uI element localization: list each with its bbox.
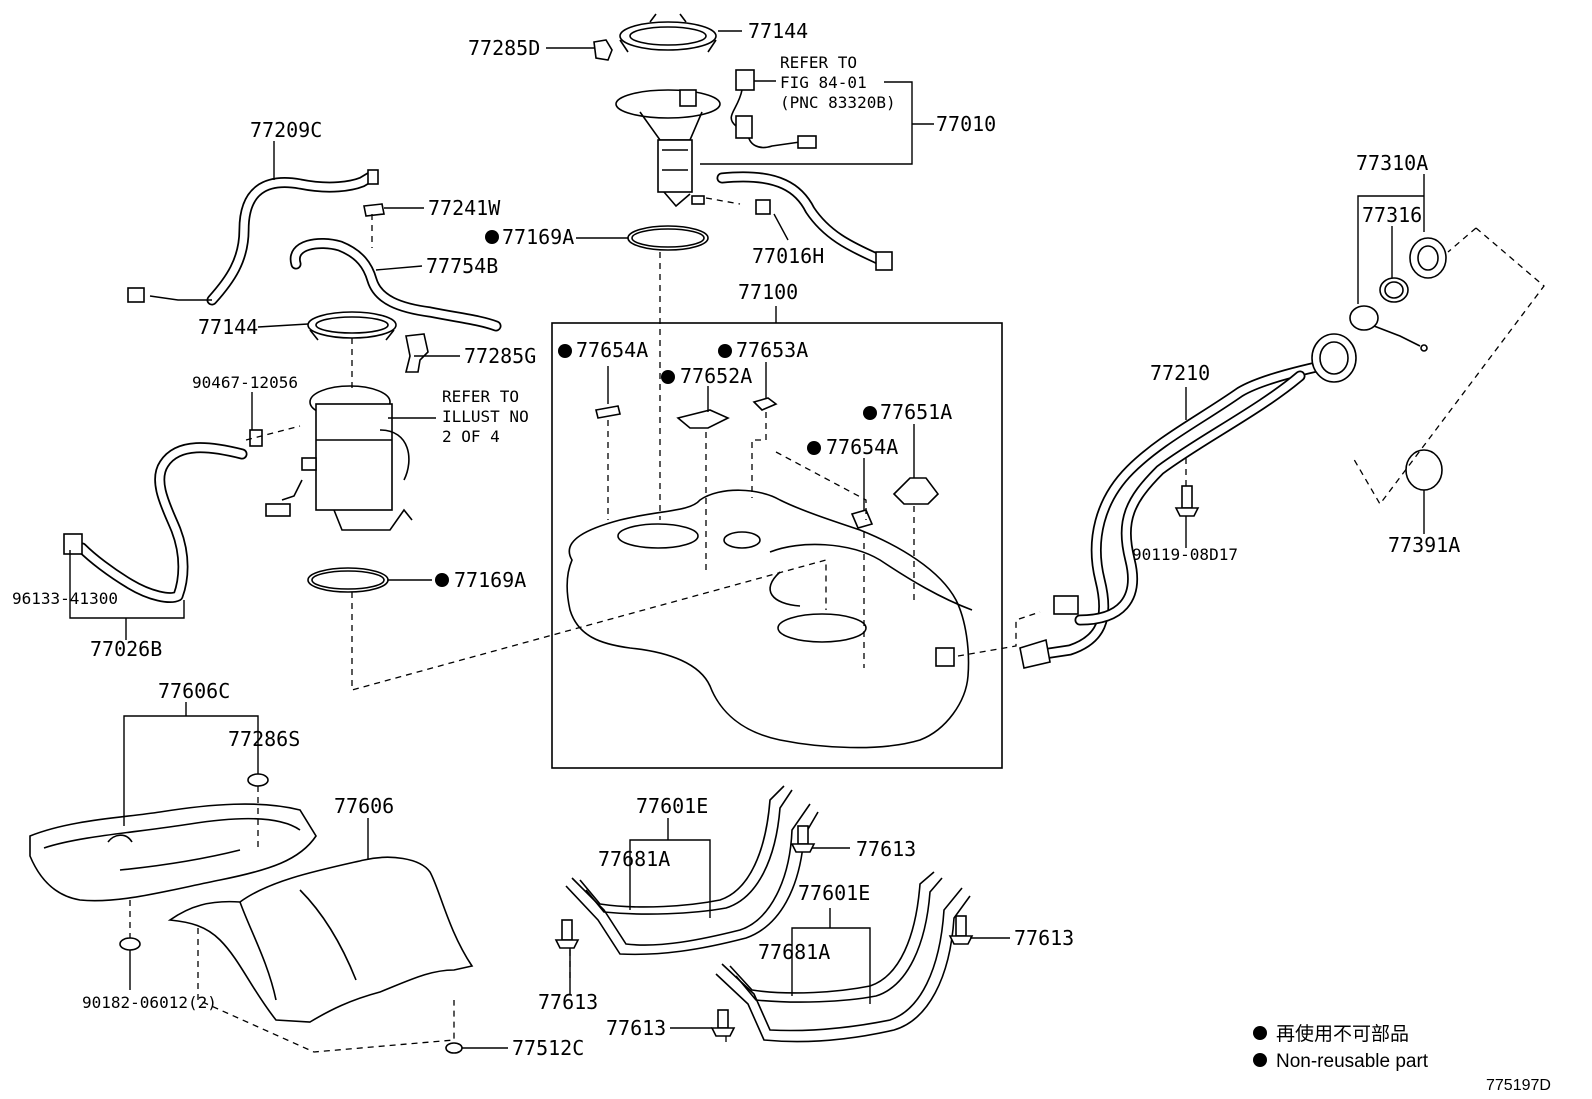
label-77681A-1: 77681A	[598, 847, 670, 871]
protector-77606C	[29, 803, 317, 902]
tether-ring	[1349, 305, 1428, 352]
clip-77241W	[363, 203, 385, 217]
refer-note-2-line1: REFER TO	[442, 387, 519, 406]
label-77512C: 77512C	[512, 1036, 584, 1060]
clip-77285G	[404, 333, 429, 373]
refer-note-1-line3: (PNC 83320B)	[780, 93, 896, 112]
label-90467: 90467-12056	[192, 373, 298, 392]
bolt-90119	[1174, 485, 1200, 517]
label-77654A-2: 77654A	[826, 435, 898, 459]
protector-77606	[167, 856, 474, 1023]
refer-note-1-line1: REFER TO	[780, 53, 857, 72]
label-77169A-bot: 77169A	[454, 568, 526, 592]
label-77169A-top: 77169A	[502, 225, 574, 249]
fuel-pump-module-77010	[615, 89, 721, 208]
label-77601E-2: 77601E	[798, 881, 870, 905]
o-ring-77169A-top	[627, 225, 709, 251]
bolt-77613-3	[948, 915, 974, 945]
label-77241W: 77241W	[428, 196, 501, 220]
pad-77653A	[752, 397, 778, 411]
label-77681A-2: 77681A	[758, 940, 830, 964]
hose-77016H	[716, 171, 893, 271]
protector-outline	[129, 786, 455, 1053]
fuel-tank-box-77100	[551, 322, 1003, 769]
label-77651A: 77651A	[880, 400, 952, 424]
pad-77654A-1	[595, 405, 621, 419]
legend-non-reusable: Non-reusable part	[1276, 1051, 1429, 1072]
hose-77209C	[127, 169, 379, 306]
legend: 再使用不可部品 Non-reusable part	[1276, 1023, 1429, 1072]
fuel-tank-77100	[566, 489, 973, 749]
label-77613-1: 77613	[856, 837, 916, 861]
label-77601E-1: 77601E	[636, 794, 708, 818]
part-labels: 77144 77285D REFER TO FIG 84-01 (PNC 833…	[12, 19, 1460, 1060]
sender-harness	[730, 69, 817, 149]
bolt-77613-2	[554, 919, 580, 949]
pad-77654A-2	[850, 509, 874, 529]
label-77100: 77100	[738, 280, 798, 304]
label-90182: 90182-06012(2)	[82, 993, 217, 1012]
label-77285G: 77285G	[464, 344, 536, 368]
label-77026B: 77026B	[90, 637, 162, 661]
nut-77286S	[247, 773, 269, 787]
non-reusable-markers	[435, 230, 1267, 1067]
leader-lines	[69, 30, 1425, 1049]
hose-77754B	[289, 238, 502, 332]
label-77653A: 77653A	[736, 338, 808, 362]
cap-group-outline	[1351, 227, 1545, 506]
label-77613-3: 77613	[1014, 926, 1074, 950]
o-ring-77169A-bot	[307, 567, 389, 593]
label-77606C: 77606C	[158, 679, 230, 703]
gasket-77316	[1379, 277, 1409, 303]
label-77144-mid: 77144	[198, 315, 258, 339]
label-77613-2: 77613	[538, 990, 598, 1014]
figure-id: 775197D	[1486, 1077, 1551, 1094]
fuel-cap-77310A	[1409, 237, 1447, 279]
bolt-77613-1	[790, 825, 816, 853]
label-77613-4: 77613	[606, 1016, 666, 1040]
label-77754B: 77754B	[426, 254, 498, 278]
filler-pipe-77210	[1019, 333, 1357, 669]
label-77606: 77606	[334, 794, 394, 818]
label-96133: 96133-41300	[12, 589, 118, 608]
lock-ring-77144-mid	[307, 311, 397, 341]
strap-77601E-1	[565, 785, 819, 956]
nut-90182	[119, 937, 141, 951]
clip-77285D	[593, 39, 613, 61]
pad-77652A	[676, 409, 730, 429]
refer-note-2-line2: ILLUST NO	[442, 407, 529, 426]
bracket-77651A	[892, 477, 940, 505]
refer-note-1-line2: FIG 84-01	[780, 73, 867, 92]
refer-note-2-line3: 2 OF 4	[442, 427, 500, 446]
lock-ring-77144-top	[619, 13, 717, 53]
label-77210: 77210	[1150, 361, 1210, 385]
label-77010: 77010	[936, 112, 996, 136]
hose-77026B	[63, 442, 248, 603]
label-90119: 90119-08D17	[1132, 545, 1238, 564]
clip-77512C	[445, 1042, 463, 1054]
label-77286S: 77286S	[228, 727, 300, 751]
label-77144-top: 77144	[748, 19, 808, 43]
label-77316: 77316	[1362, 203, 1422, 227]
label-77391A: 77391A	[1388, 533, 1460, 557]
label-77209C: 77209C	[250, 118, 322, 142]
label-77652A: 77652A	[680, 364, 752, 388]
legend-japanese: 再使用不可部品	[1276, 1023, 1409, 1045]
gasket-77391A	[1405, 449, 1443, 491]
label-77285D: 77285D	[468, 36, 540, 60]
label-77654A-1: 77654A	[576, 338, 648, 362]
sub-tank-assembly	[249, 385, 413, 531]
bolt-77613-4	[710, 1009, 736, 1037]
label-77016H: 77016H	[752, 244, 824, 268]
label-77310A: 77310A	[1356, 151, 1428, 175]
